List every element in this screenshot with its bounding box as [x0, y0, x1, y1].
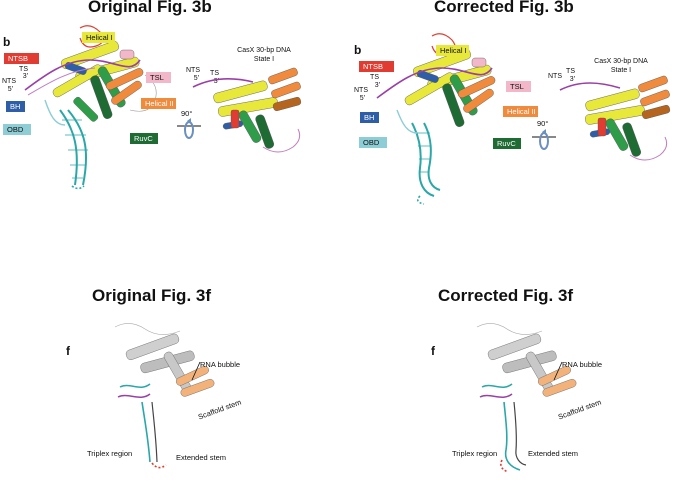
nts-end-label-rotated: 5'	[193, 75, 199, 82]
ts-end-label-rotated-corrected: 3'	[569, 76, 575, 83]
helical1-label: Helical I	[82, 32, 115, 43]
casx-structure-illustration	[24, 25, 157, 190]
ntsb-label-corrected: NTSB	[359, 61, 394, 72]
casx-rotated-structure-illustration-corrected	[559, 75, 671, 161]
nts-end-label: 5'	[7, 86, 13, 93]
triplex-region-label-corrected: Triplex region	[452, 449, 498, 458]
panel-letter-f-corrected: f	[431, 344, 435, 358]
rotation-angle-label-corrected: 90°	[537, 119, 549, 128]
original-fig-3b-heading: Original Fig. 3b	[88, 0, 212, 16]
ts-end-label-corrected: 3'	[374, 82, 380, 89]
casx-structure-illustration-corrected	[376, 33, 496, 205]
tsl-label: TSL	[146, 72, 171, 83]
ruvc-label: RuvC	[130, 133, 158, 144]
nts-label-rotated-corrected: NTS	[548, 73, 562, 80]
ts-label-corrected: TS	[370, 74, 379, 81]
state-label-line2: State I	[253, 56, 275, 63]
ts-end-label: 3'	[22, 73, 28, 80]
casx-rna-bubble-illustration	[114, 323, 215, 469]
panel-letter-f: f	[66, 344, 70, 358]
helical1-label-corrected: Helical I	[436, 45, 469, 56]
casx-rna-bubble-illustration-corrected	[476, 323, 577, 473]
tsl-label-corrected: TSL	[506, 81, 531, 92]
rna-bubble-label-corrected: RNA bubble	[562, 360, 603, 369]
nts-label-rotated: NTS	[186, 67, 200, 74]
rotation-arrow-icon	[177, 118, 201, 139]
obd-label-corrected: OBD	[359, 137, 387, 148]
nts-label-corrected: NTS	[354, 87, 368, 94]
state-label-line1-corrected: CasX 30-bp DNA	[594, 58, 648, 65]
ruvc-label-corrected: RuvC	[493, 138, 521, 149]
bh-label: BH	[6, 101, 25, 112]
rna-bubble-label: RNA bubble	[200, 360, 241, 369]
ntsb-label: NTSB	[4, 53, 39, 64]
obd-label: OBD	[3, 124, 31, 135]
corrected-fig-3b-heading: Corrected Fig. 3b	[434, 0, 574, 16]
nts-end-label-corrected: 5'	[359, 95, 365, 102]
state-label-line1: CasX 30-bp DNA	[237, 47, 291, 54]
ts-end-label-rotated: 3'	[213, 78, 219, 85]
panel-letter-b-corrected: b	[354, 43, 362, 57]
casx-rotated-structure-illustration	[192, 67, 302, 153]
extended-stem-label: Extended stem	[176, 453, 227, 462]
corrected-fig-3f-heading: Corrected Fig. 3f	[438, 286, 574, 305]
helical2-label: Helical II	[141, 98, 176, 109]
nts-label: NTS	[2, 78, 16, 85]
state-label-line2-corrected: State I	[610, 67, 632, 74]
panel-letter-b: b	[3, 35, 11, 49]
triplex-region-label: Triplex region	[87, 449, 133, 458]
ts-label-rotated-corrected: TS	[566, 68, 575, 75]
ts-label: TS	[19, 66, 28, 73]
helical2-label-corrected: Helical II	[503, 106, 538, 117]
rotation-angle-label: 90°	[181, 109, 193, 118]
rotation-arrow-icon-corrected	[532, 129, 556, 150]
ts-label-rotated: TS	[210, 70, 219, 77]
extended-stem-label-corrected: Extended stem	[528, 449, 579, 458]
bh-label-corrected: BH	[360, 112, 379, 123]
original-fig-3f-heading: Original Fig. 3f	[92, 286, 212, 305]
